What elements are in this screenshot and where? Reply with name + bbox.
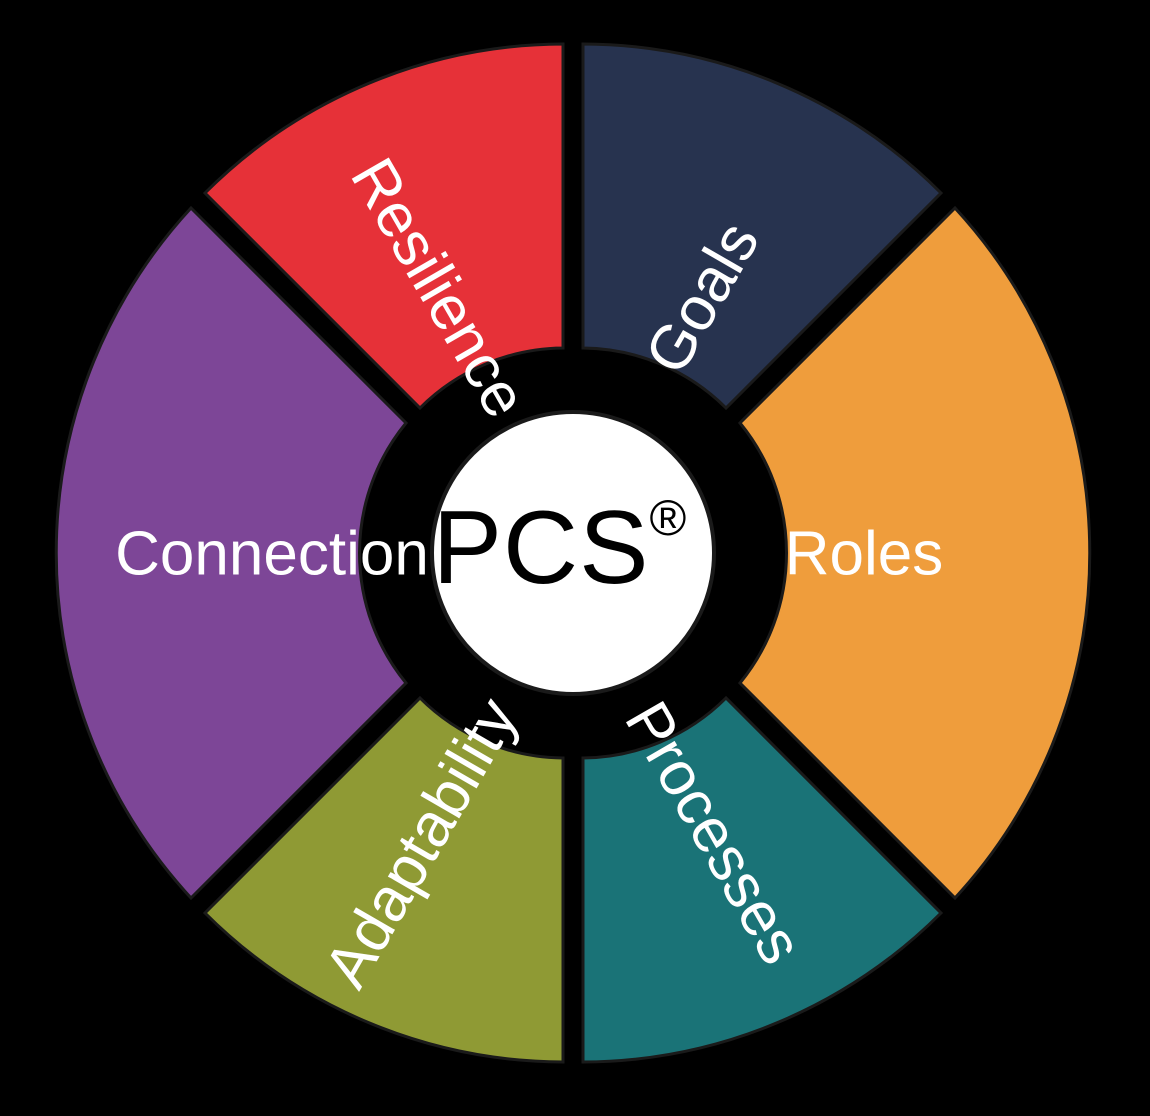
segment-adaptability-wedge[interactable] [202, 695, 565, 1064]
center-hub-circle [430, 410, 716, 696]
segment-connection-label: Connection [115, 519, 429, 588]
segment-goals[interactable]: Goals [581, 42, 944, 411]
segment-processes-wedge[interactable] [581, 695, 944, 1064]
segment-resilience-wedge[interactable] [202, 42, 565, 411]
registered-trademark-icon: ® [650, 490, 688, 546]
segment-connection-wedge[interactable] [54, 205, 409, 901]
segment-roles-label: Roles [785, 519, 944, 588]
segment-processes[interactable]: Processes [581, 690, 944, 1064]
segment-goals-wedge[interactable] [581, 42, 944, 411]
segment-roles-wedge[interactable] [737, 205, 1092, 901]
segment-roles[interactable]: Roles [737, 205, 1092, 901]
center-hub-label: PCS® [433, 490, 688, 606]
center-hub[interactable]: PCS® [430, 410, 716, 696]
center-hub-acronym: PCS [433, 490, 650, 606]
segment-connection[interactable]: Connection [54, 205, 429, 901]
